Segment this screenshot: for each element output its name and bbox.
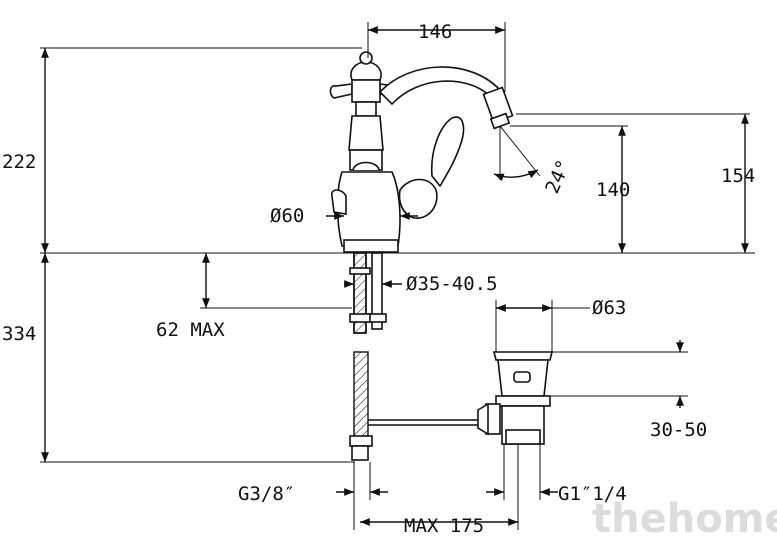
faucet-body — [329, 51, 514, 253]
watermark-logo: thehome — [592, 496, 777, 542]
label-g114: G1″1/4 — [558, 483, 627, 505]
label-334: 334 — [2, 323, 36, 345]
label-g38: G3/8″ — [238, 483, 295, 505]
label-angle: 24° — [541, 157, 575, 197]
label-diameter-60: Ø60 — [270, 205, 304, 227]
label-146: 146 — [418, 21, 452, 43]
label-62-max: 62 MAX — [156, 319, 225, 341]
dimension-lines — [40, 22, 755, 530]
label-30-50: 30-50 — [650, 419, 707, 441]
label-diameter-63: Ø63 — [592, 297, 626, 319]
label-140: 140 — [596, 179, 630, 201]
label-max-175: MAX 175 — [404, 515, 484, 537]
flexible-hose — [349, 351, 484, 461]
label-diameter-range: Ø35-40.5 — [406, 273, 498, 295]
label-222: 222 — [2, 151, 36, 173]
dimension-labels: 146 222 154 140 24° Ø60 Ø35-40.5 62 MAX … — [2, 21, 755, 537]
label-154: 154 — [721, 165, 755, 187]
waste-drain — [477, 351, 554, 445]
mounting-rods — [349, 252, 387, 334]
